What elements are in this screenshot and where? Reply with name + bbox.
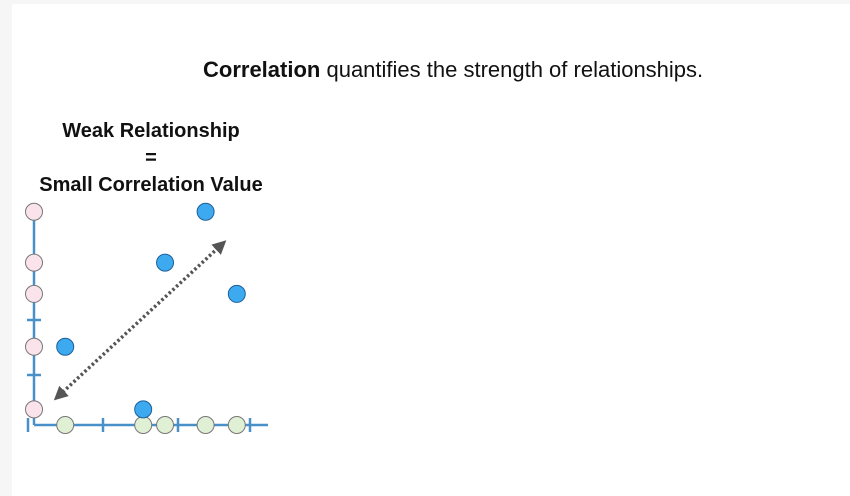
trend-arrow [53,240,227,401]
data-point [134,400,153,419]
headline-bold-term: Correlation [203,57,321,82]
y-projection-marker [25,253,43,272]
data-point [227,284,246,303]
x-projection-marker [227,416,246,434]
data-point [196,202,215,221]
x-projection-marker [196,416,215,434]
y-projection-marker [25,202,43,221]
data-point [156,253,175,272]
data-point [56,337,75,356]
top-gutter [0,0,850,4]
x-projection-marker [156,416,175,434]
caption-line-2: = [145,147,157,169]
left-gutter [0,0,12,496]
caption: Weak Relationship = Small Correlation Va… [20,118,282,199]
x-projection-marker [56,416,75,434]
x-projection-marker [134,416,153,434]
headline: Correlation quantifies the strength of r… [203,57,703,83]
y-projection-marker [25,284,43,303]
y-projection-marker [25,400,43,419]
headline-rest: quantifies the strength of relationships… [320,57,704,82]
caption-line-3: Small Correlation Value [39,174,263,196]
y-projection-marker [25,337,43,356]
caption-line-1: Weak Relationship [62,120,240,142]
